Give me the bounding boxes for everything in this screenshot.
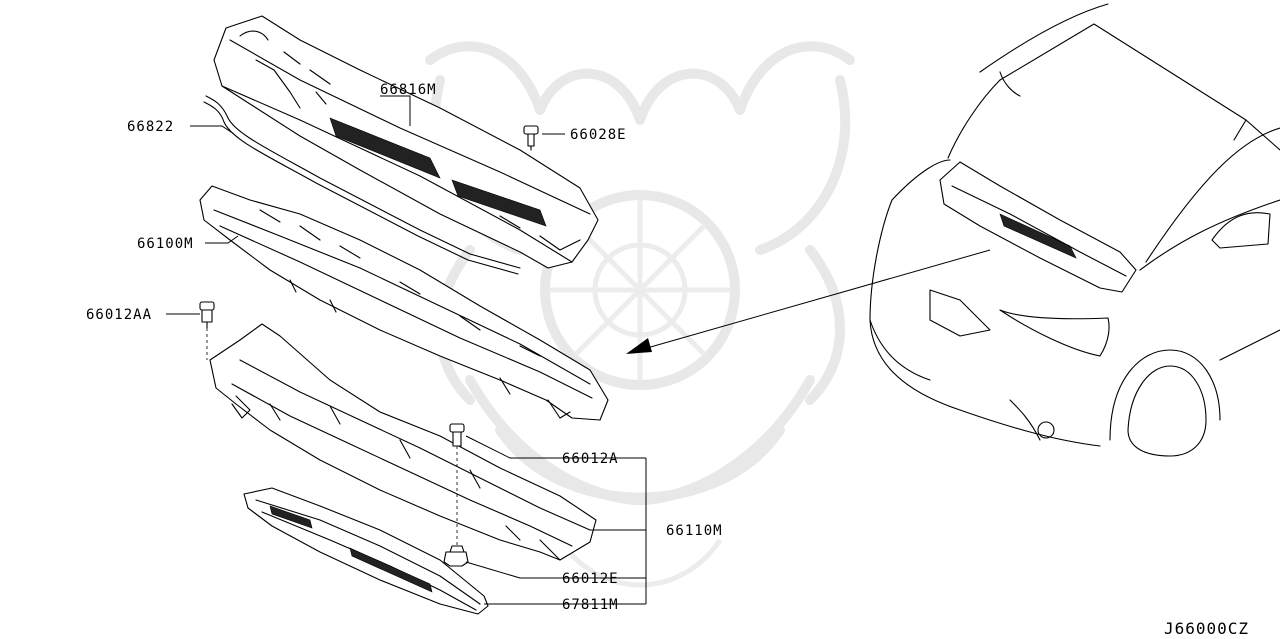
- diagram-code: J66000CZ: [1164, 619, 1249, 638]
- leader-lines: [166, 95, 647, 605]
- bolt-66012aa-part[interactable]: [199, 301, 215, 360]
- locator-arrow: [626, 249, 991, 354]
- label-66012aa[interactable]: 66012AA: [86, 307, 152, 323]
- label-66028e[interactable]: 66028E: [570, 127, 627, 143]
- screw-66012a-part[interactable]: [449, 423, 465, 548]
- label-66110m[interactable]: 66110M: [666, 523, 723, 539]
- label-67811m[interactable]: 67811M: [562, 597, 619, 613]
- cowl-top-cover-part[interactable]: [213, 15, 599, 269]
- label-66816m[interactable]: 66816M: [380, 82, 437, 98]
- label-66822[interactable]: 66822: [127, 119, 174, 135]
- lower-cover-part[interactable]: [243, 487, 489, 615]
- dash-cowl-panel-part[interactable]: [209, 323, 597, 561]
- label-66012a[interactable]: 66012A: [562, 451, 619, 467]
- label-66100m[interactable]: 66100M: [137, 236, 194, 252]
- cowl-top-panel-part[interactable]: [199, 185, 609, 421]
- clip-66028e-part[interactable]: [523, 125, 539, 151]
- vehicle-outline: [869, 3, 1280, 457]
- clip-66012e-part[interactable]: [443, 545, 469, 567]
- label-66012e[interactable]: 66012E: [562, 571, 619, 587]
